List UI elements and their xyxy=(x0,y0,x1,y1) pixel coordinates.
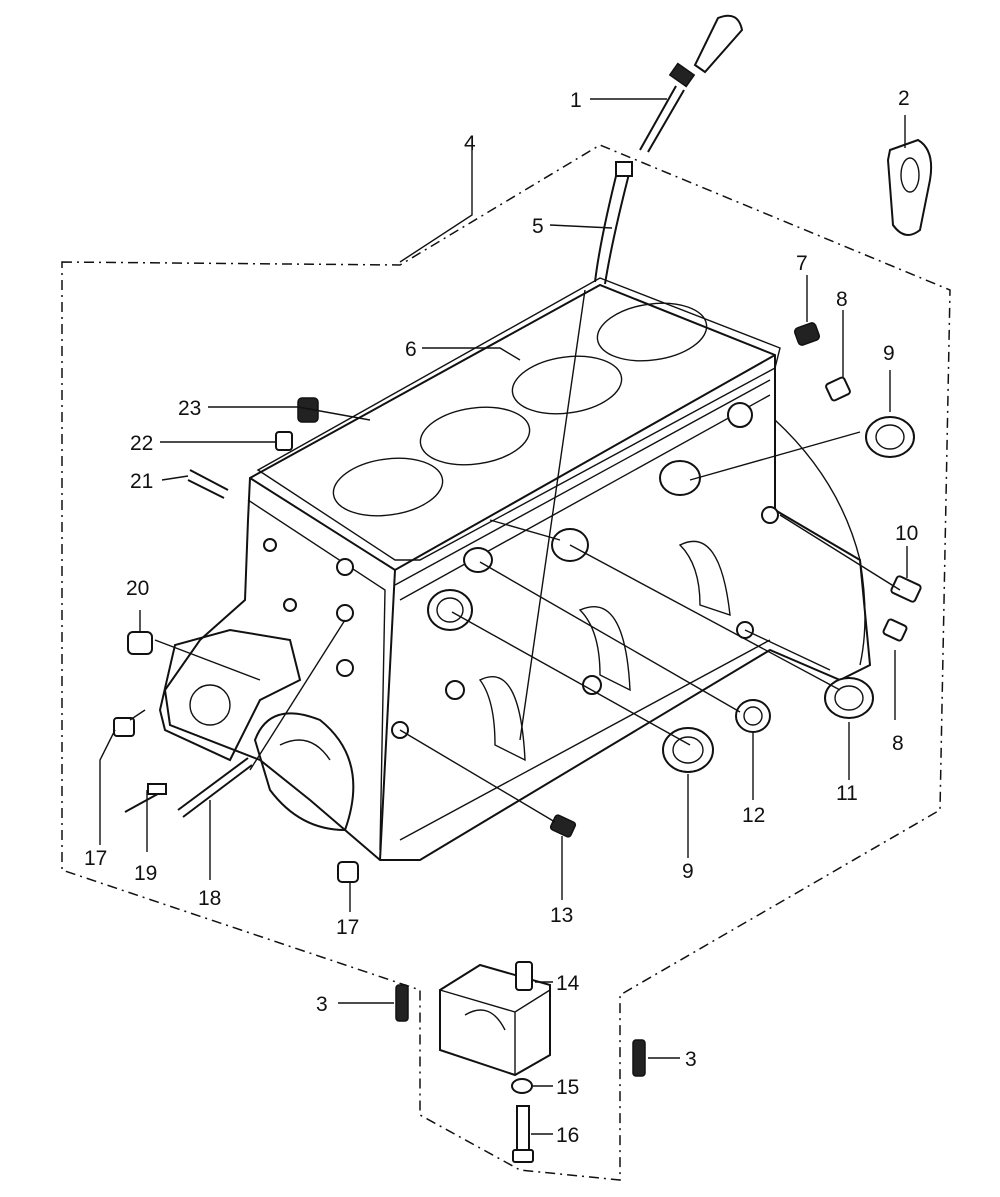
plug-7 xyxy=(793,322,821,346)
seal-12 xyxy=(735,699,771,733)
callout-12: 12 xyxy=(742,804,765,827)
callout-labels: 1 2 3 3 4 5 6 7 8 8 9 9 10 11 12 13 14 1… xyxy=(84,87,918,1147)
seal-3-left xyxy=(395,984,409,1022)
cylinder-block xyxy=(158,283,872,861)
leader-lines xyxy=(99,98,908,1135)
callout-10: 10 xyxy=(895,522,918,545)
callout-17-bottom: 17 xyxy=(336,916,359,939)
plug-13 xyxy=(549,814,577,838)
callout-4: 4 xyxy=(464,132,476,155)
oil-level-gauge xyxy=(639,14,744,153)
seal-3-right xyxy=(632,1039,646,1077)
bolt-10 xyxy=(890,575,922,603)
bolt-16 xyxy=(512,1105,534,1163)
callout-16: 16 xyxy=(556,1124,579,1147)
dowel-8-upper xyxy=(825,376,851,402)
callout-9-upper: 9 xyxy=(883,342,895,365)
washer-15 xyxy=(511,1078,533,1094)
bearing-cap xyxy=(439,963,551,1077)
callout-23: 23 xyxy=(178,397,201,420)
callout-8-lower: 8 xyxy=(892,732,904,755)
callout-7: 7 xyxy=(796,252,808,275)
seal-11 xyxy=(824,677,874,719)
pin-19 xyxy=(124,783,167,813)
guide-gasket xyxy=(886,138,933,236)
dowel-20 xyxy=(127,631,153,655)
callout-3-right: 3 xyxy=(685,1048,697,1071)
callout-1: 1 xyxy=(570,89,582,112)
callout-9-lower: 9 xyxy=(682,860,694,883)
callout-19: 19 xyxy=(134,862,157,885)
seal-9-upper xyxy=(865,416,915,458)
callout-18: 18 xyxy=(198,887,221,910)
stud-18 xyxy=(177,757,253,818)
callout-8-upper: 8 xyxy=(836,288,848,311)
dowel-14 xyxy=(515,961,533,991)
callout-22: 22 xyxy=(130,432,153,455)
callout-13: 13 xyxy=(550,904,573,927)
callout-15: 15 xyxy=(556,1076,579,1099)
callout-17-left: 17 xyxy=(84,847,107,870)
head-gasket xyxy=(256,277,781,561)
dowel-8-lower xyxy=(882,618,908,642)
nut-22 xyxy=(275,431,293,451)
callout-20: 20 xyxy=(126,577,149,600)
assembly-boundary-line xyxy=(61,144,951,1181)
callout-3-left: 3 xyxy=(316,993,328,1016)
gauge-guide-tube xyxy=(594,161,633,285)
seal-9-lower xyxy=(662,727,714,773)
callout-2: 2 xyxy=(898,87,910,110)
callout-14: 14 xyxy=(556,972,580,995)
callout-11: 11 xyxy=(836,782,858,805)
callout-6: 6 xyxy=(405,338,417,361)
dowel-17-bottom xyxy=(337,861,359,883)
callout-5: 5 xyxy=(532,215,544,238)
stud-21 xyxy=(187,469,229,499)
callout-21: 21 xyxy=(130,470,153,493)
dowel-17-left xyxy=(113,717,135,737)
